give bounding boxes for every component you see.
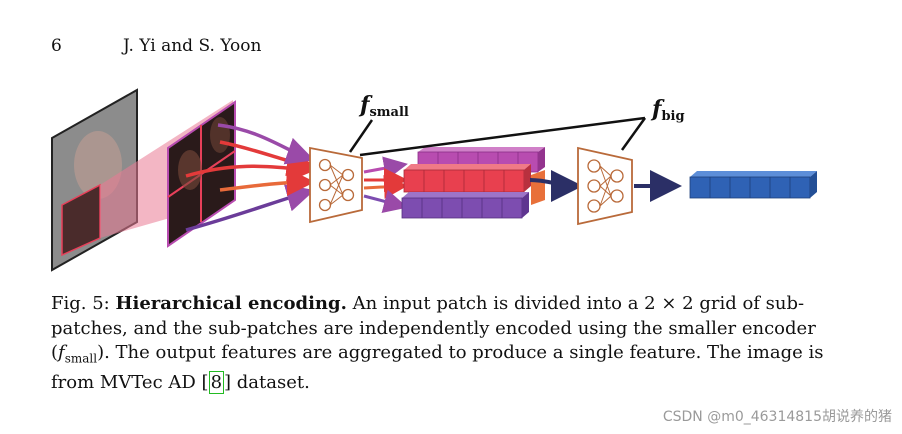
caption-text-3: dataset. [231, 372, 310, 394]
f-small-label: fsmall [358, 92, 409, 120]
caption-f-sub: small [64, 351, 98, 366]
figure-caption: Fig. 5: Hierarchical encoding. An input … [51, 293, 824, 395]
caption-label: Fig. 5: [51, 293, 110, 314]
feature-row-bottom [401, 192, 529, 219]
f-big-pointer-right [620, 117, 647, 151]
encoder-to-features-arrows [363, 156, 408, 214]
f-big-pointer-left [359, 116, 646, 157]
authors: J. Yi and S. Yoon [123, 36, 262, 56]
f-small-encoder [309, 146, 363, 224]
hierarchical-encoding-figure: fsmall [51, 88, 817, 272]
caption-f-symbol: f [58, 342, 65, 363]
f-big-label: fbig [650, 96, 685, 124]
f-big-encoder [577, 146, 633, 226]
feature-row-orange [531, 170, 545, 205]
feature-row-middle [403, 164, 531, 193]
sub-patch-grid [167, 100, 236, 248]
aggregation-arrow [529, 169, 583, 202]
caption-text-2: ). The output features are aggregated to… [51, 342, 824, 394]
f-small-pointer [348, 119, 374, 153]
sub-patch-arrows [185, 123, 315, 232]
caption-text-1: An input patch is divided into a 2 × 2 g… [51, 293, 816, 363]
running-head: 6 J. Yi and S. Yoon [51, 36, 261, 56]
citation-link[interactable]: 8 [208, 371, 225, 395]
watermark: CSDN @m0_46314815胡说养的猪 [662, 409, 892, 425]
output-feature [689, 171, 817, 199]
sub-patch-features [401, 147, 545, 219]
page-number: 6 [51, 36, 62, 56]
caption-title: Hierarchical encoding. [115, 293, 347, 314]
